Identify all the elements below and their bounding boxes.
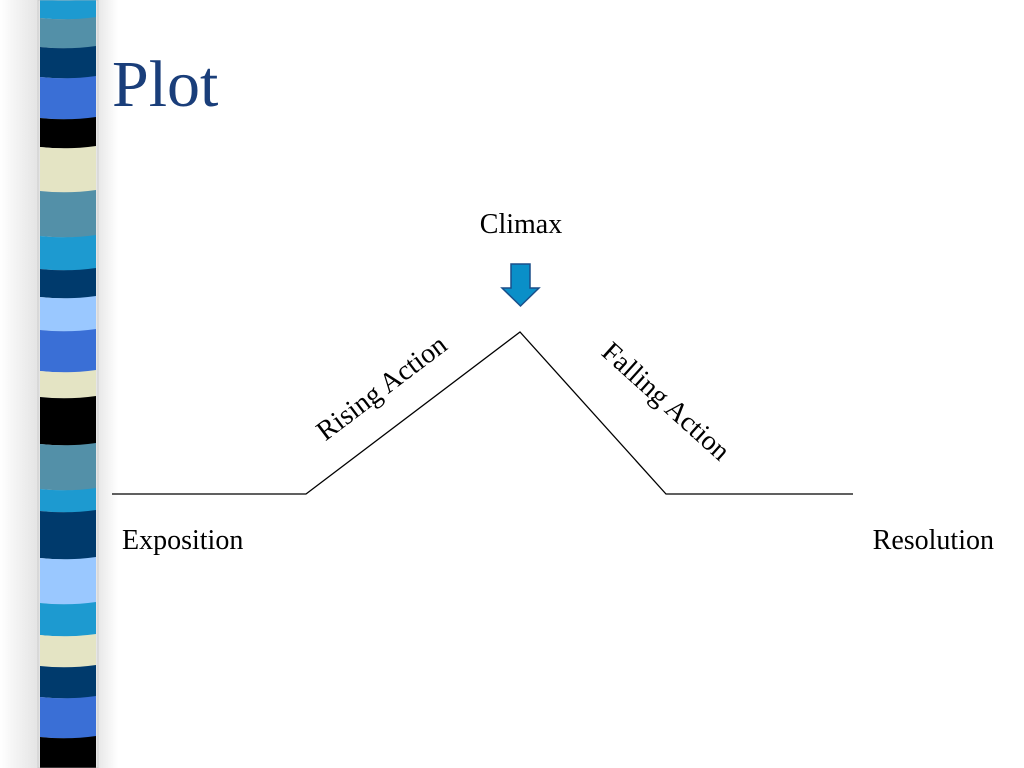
stripe-edge [37, 0, 99, 768]
stripe-band [40, 117, 96, 149]
slide-title: Plot [112, 48, 219, 121]
stripe-band [40, 370, 96, 399]
stripe-band [40, 696, 96, 739]
stripe-band [40, 190, 96, 238]
stripe-band [40, 46, 96, 79]
stripe-band [40, 296, 96, 332]
stripe-band [40, 665, 96, 699]
resolution-label: Resolution [873, 525, 994, 556]
stripe-band [40, 396, 96, 446]
stripe-band [40, 329, 96, 373]
climax-label: Climax [480, 209, 562, 240]
stripe-band [40, 488, 96, 513]
falling-action-label: Falling Action [595, 336, 735, 467]
exposition-label: Exposition [122, 525, 243, 556]
stripe-band [40, 443, 96, 491]
stripe-band [40, 146, 96, 193]
stripe-band [40, 235, 96, 271]
stripe-band [40, 557, 96, 605]
down-arrow-icon [500, 263, 541, 308]
rising-action-label: Rising Action [311, 329, 453, 447]
stripe-band [40, 0, 96, 20]
stripe-band [40, 76, 96, 120]
stripe-band [40, 510, 96, 560]
stripe-band [40, 602, 96, 637]
stripe-band [40, 634, 96, 668]
stripe-band [40, 268, 96, 299]
plot-line [112, 331, 853, 495]
stripe-band [40, 736, 96, 768]
decorative-stripe [37, 0, 99, 768]
stripe-band [40, 17, 96, 49]
